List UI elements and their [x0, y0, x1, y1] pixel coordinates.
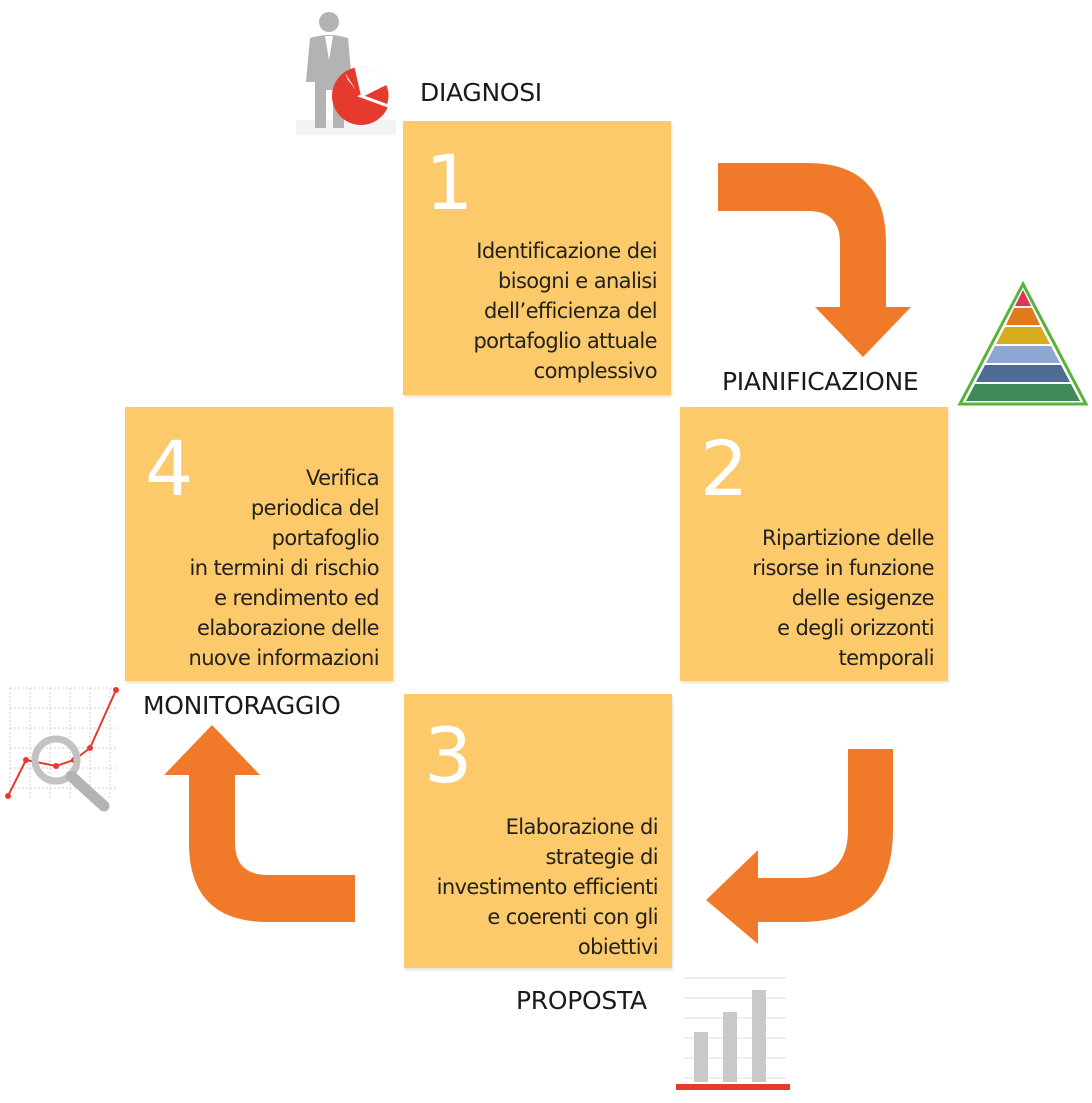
step-1-number: 1 [425, 138, 474, 227]
stage-diagnosi-label: DIAGNOSI [420, 78, 542, 107]
magnifier-line-chart-icon [5, 687, 119, 812]
step-1-text: Identificazione dei bisogni e analisi de… [473, 239, 657, 383]
step-2-text: Ripartizione delle risorse in funzione d… [752, 526, 934, 670]
step-3-text: Elaborazione di strategie di investiment… [436, 815, 659, 959]
stage-proposta-label: PROPOSTA [516, 986, 647, 1015]
stage-pianificazione-label: PIANIFICAZIONE [722, 367, 919, 396]
stage-monitoraggio-label: MONITORAGGIO [143, 691, 341, 720]
bar-chart-icon [676, 968, 794, 1096]
step-3-number: 3 [424, 711, 473, 800]
pyramid-icon [957, 280, 1089, 406]
step-2-number: 2 [700, 424, 749, 513]
step-2-box: 2 Ripartizione delle risorse in funzione… [680, 407, 948, 681]
step-3-box: 3 Elaborazione di strategie di investime… [404, 694, 672, 968]
step-4-box: 4 Verifica periodica del portafoglio in … [125, 407, 393, 681]
step-4-text: Verifica periodica del portafoglio in te… [188, 466, 379, 670]
businessman-pie-chart-icon [296, 12, 396, 135]
step-1-box: 1 Identificazione dei bisogni e analisi … [403, 121, 671, 395]
step-4-number: 4 [145, 424, 194, 513]
